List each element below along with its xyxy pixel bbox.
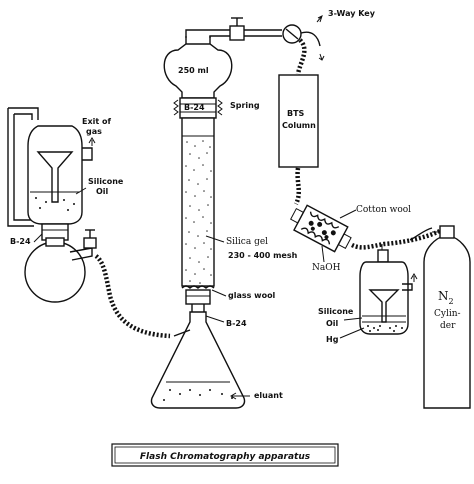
label-three-way-key: 3-Way Key bbox=[328, 9, 376, 18]
leader-joint-left bbox=[33, 233, 43, 243]
chromatography-column bbox=[173, 97, 223, 316]
leader-silicone-oil-left bbox=[75, 187, 87, 195]
leader-silicone-oil-right bbox=[343, 317, 363, 321]
label-bts-1: BTS bbox=[287, 109, 305, 118]
tube-key-to-bts bbox=[295, 38, 307, 75]
glass-wool-plug bbox=[181, 285, 215, 289]
label-silicone-oil-right-2: Oil bbox=[326, 319, 339, 328]
n2-cylinder bbox=[409, 225, 471, 409]
three-way-key bbox=[282, 15, 325, 61]
label-glass-wool: glass wool bbox=[228, 291, 276, 300]
label-joint-top: B-24 bbox=[184, 103, 205, 112]
label-silica-gel-1: Silica gel bbox=[226, 237, 268, 247]
leader-naoh bbox=[321, 245, 325, 263]
leader-joint-bottom bbox=[205, 315, 225, 323]
label-hg: Hg bbox=[326, 335, 339, 344]
leader-silica-gel bbox=[205, 235, 225, 243]
label-n2: N2 bbox=[438, 289, 454, 306]
tube-trap-to-cylinder bbox=[350, 227, 444, 250]
label-joint-left: B-24 bbox=[10, 237, 31, 246]
label-cotton-wool: Cotton wool bbox=[356, 205, 411, 215]
label-silicone-oil-right-1: Silicone bbox=[318, 307, 354, 316]
tube-bts-to-trap bbox=[293, 167, 301, 206]
label-eluant: eluant bbox=[254, 391, 283, 400]
label-cylinder-2: der bbox=[440, 321, 456, 331]
leader-glass-wool bbox=[211, 289, 227, 297]
bts-column bbox=[278, 74, 319, 168]
caption: Flash Chromatography apparatus bbox=[140, 452, 311, 462]
arrow-eluant bbox=[230, 392, 250, 400]
label-silicone-oil-left-1: Silicone bbox=[88, 177, 124, 186]
leader-hg bbox=[339, 327, 365, 339]
silica-gel-fill bbox=[185, 140, 212, 284]
right-bubbler bbox=[359, 249, 418, 335]
left-gas-exit bbox=[7, 107, 97, 303]
label-exit-of-gas-1: Exit of bbox=[82, 117, 111, 126]
label-cylinder-1: Cylin- bbox=[434, 309, 461, 319]
caption-box: Flash Chromatography apparatus bbox=[111, 443, 339, 467]
tube-left-to-receiver bbox=[94, 254, 171, 339]
label-silicone-oil-left-2: Oil bbox=[96, 187, 109, 196]
label-silica-gel-2: 230 - 400 mesh bbox=[228, 251, 298, 260]
label-flask-volume: 250 ml bbox=[178, 66, 209, 75]
label-naoh: NaOH bbox=[312, 263, 341, 273]
label-exit-of-gas-2: gas bbox=[86, 127, 102, 136]
receiving-flask bbox=[150, 311, 246, 409]
label-joint-bottom: B-24 bbox=[226, 319, 247, 328]
naoh-trap bbox=[290, 204, 352, 253]
label-bts-2: Column bbox=[282, 121, 316, 130]
leader-cotton-wool bbox=[339, 209, 357, 219]
top-gas-line bbox=[185, 17, 282, 41]
label-spring: Spring bbox=[230, 101, 260, 110]
